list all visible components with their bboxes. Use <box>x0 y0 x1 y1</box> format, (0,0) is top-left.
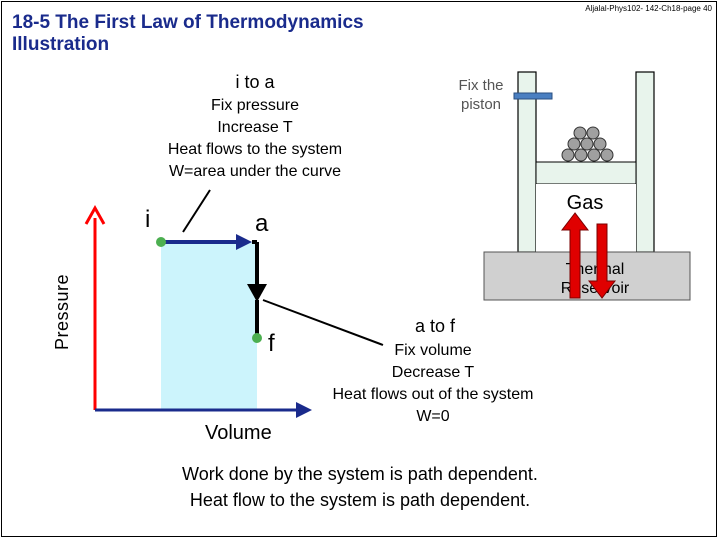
i-to-a-line: Fix pressure <box>210 97 300 114</box>
slide-title: 18-5 The First Law of Thermodynamics Ill… <box>12 12 364 56</box>
pointer-a-to-f <box>262 299 384 346</box>
pointer-i-to-a <box>182 189 211 233</box>
cylinder-right-wall <box>635 71 655 253</box>
title-line-2: Illustration <box>12 34 110 55</box>
x-axis-label: Volume <box>205 422 272 444</box>
piston-label: Fix the piston <box>458 77 504 113</box>
piston-pin <box>513 92 553 100</box>
path-a-to-f-arrowhead <box>247 284 267 302</box>
a-to-f-line: Heat flows out of the system <box>332 386 534 403</box>
a-to-f-line: W=0 <box>416 408 450 425</box>
reservoir-label: Thermal Reservoir <box>560 261 630 297</box>
point-f-marker <box>252 333 262 343</box>
a-to-f-description: Fix volume Decrease T Heat flows out of … <box>300 340 566 428</box>
conclusion: Work done by the system is path dependen… <box>100 461 620 513</box>
i-to-a-line: Heat flows to the system <box>167 141 343 158</box>
a-to-f-line: Decrease T <box>391 364 475 381</box>
point-f-label: f <box>268 330 275 357</box>
title-line-1: 18-5 The First Law of Thermodynamics <box>12 12 364 33</box>
page-credit: Aljalal-Phys102- 142-Ch18-page 40 <box>585 4 712 13</box>
point-i-label: i <box>145 206 151 233</box>
piston <box>535 161 637 185</box>
i-to-a-heading: i to a <box>235 72 275 92</box>
i-to-a-line: Increase T <box>217 119 293 136</box>
conclusion-line-2: Heat flow to the system is path dependen… <box>189 490 531 510</box>
x-axis-arrowhead <box>296 402 312 418</box>
weights <box>561 126 614 162</box>
work-area <box>161 242 257 410</box>
conclusion-line-1: Work done by the system is path dependen… <box>182 464 538 484</box>
i-to-a-line: W=area under the curve <box>168 163 342 180</box>
i-to-a-description: Fix pressure Increase T Heat flows to th… <box>130 95 380 183</box>
path-i-to-a-arrowhead <box>236 234 252 250</box>
point-i-marker <box>156 237 166 247</box>
y-axis-arrowhead <box>84 204 106 225</box>
point-a-label: a <box>255 210 269 237</box>
gas-label: Gas <box>566 192 604 214</box>
a-to-f-line: Fix volume <box>394 342 472 359</box>
a-to-f-heading: a to f <box>414 316 456 336</box>
y-axis-label: Pressure <box>52 273 72 350</box>
